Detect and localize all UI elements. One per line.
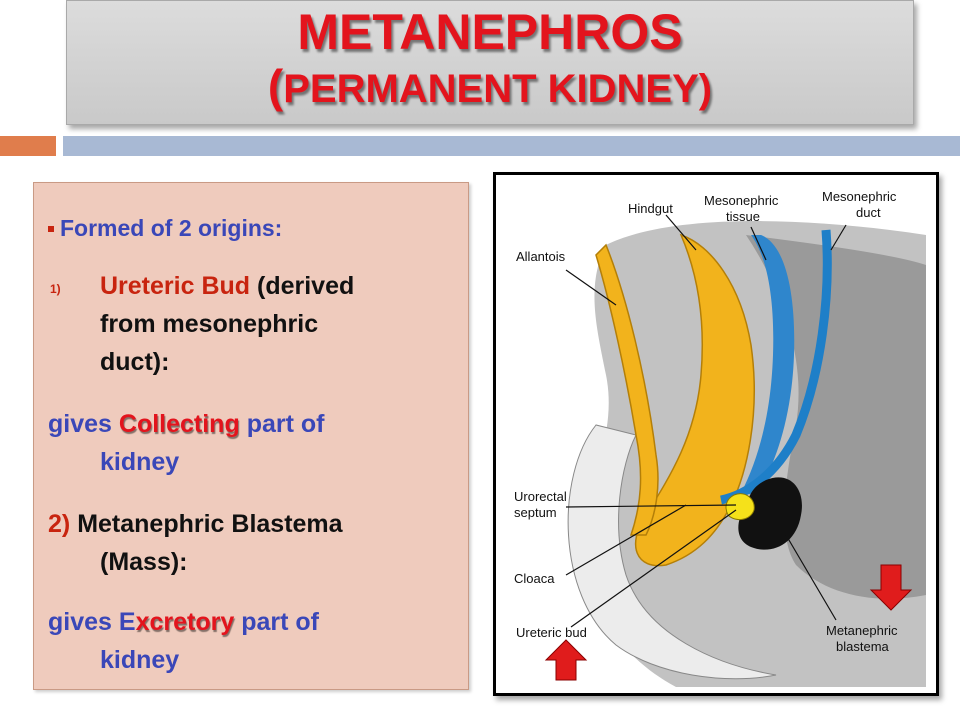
accent-bar-blue <box>63 136 960 156</box>
allantois-yellow <box>595 243 659 536</box>
gives1-suffix: part of <box>246 410 325 438</box>
gives2-prefix: gives <box>48 608 112 636</box>
item1-line2: from mesonephric <box>100 310 319 338</box>
item1-rest: (derived <box>257 272 355 300</box>
curve-white <box>567 424 777 680</box>
label-mesonephric-duct-2: duct <box>856 205 881 220</box>
hindgut-yellow <box>635 233 755 567</box>
mesonephric-tissue-blue <box>741 235 795 495</box>
subtitle-paren: ( <box>267 60 284 112</box>
label-cloaca: Cloaca <box>514 571 555 586</box>
label-mesonephric-duct-1: Mesonephric <box>822 189 897 204</box>
heading-origins: Formed of 2 origins: <box>60 215 283 241</box>
item1-line3: duct): <box>100 348 170 376</box>
label-mesonephric-tissue-2: tissue <box>726 209 760 224</box>
gives1-line2: kidney <box>100 448 180 476</box>
gives-excretory-line: gives Excretory part of <box>48 607 319 637</box>
slide-title: METANEPHROS <box>297 4 683 60</box>
arrow-down-icon <box>869 564 913 611</box>
label-allantois: Allantois <box>516 249 566 264</box>
label-metanephric-2: blastema <box>836 639 890 654</box>
ureteric-bud-yellow <box>725 493 755 521</box>
gives2-emph-first: E <box>118 608 136 636</box>
gives1-emph: Collecting <box>118 410 240 438</box>
label-mesonephric-tissue-1: Mesonephric <box>704 193 779 208</box>
label-metanephric-1: Metanephric <box>826 623 898 638</box>
title-box: METANEPHROS (PERMANENT KIDNEY) <box>66 0 914 125</box>
item1-line1: Ureteric Bud (derived <box>100 271 354 301</box>
gives2-line2: kidney <box>100 646 180 674</box>
item2-line2: (Mass): <box>100 548 188 576</box>
item1-name: Ureteric Bud <box>100 272 251 300</box>
metanephric-blastema <box>738 477 802 550</box>
item2-line1: 2) Metanephric Blastema <box>48 509 343 539</box>
diagram-frame: Hindgut Mesonephric tissue Mesonephric d… <box>493 172 939 696</box>
slide-subtitle: (PERMANENT KIDNEY) <box>67 61 913 114</box>
gives1-prefix: gives <box>48 410 112 438</box>
gives-collecting-line: gives Collecting part of <box>48 409 324 439</box>
label-urorectal-2: septum <box>514 505 557 520</box>
label-urorectal-1: Urorectal <box>514 489 567 504</box>
accent-bar-orange <box>0 136 56 156</box>
label-hindgut: Hindgut <box>628 201 673 216</box>
gives2-suffix: part of <box>241 608 319 636</box>
gives2-emph: xcretory <box>135 608 235 636</box>
subtitle-text: PERMANENT KIDNEY) <box>283 67 713 111</box>
item2-number: 2) <box>48 510 71 538</box>
label-ureteric-bud: Ureteric bud <box>516 625 587 640</box>
text-panel: Formed of 2 origins: 1) Ureteric Bud (de… <box>33 182 469 690</box>
embryo-diagram: Hindgut Mesonephric tissue Mesonephric d… <box>496 175 930 687</box>
arrow-up-icon <box>544 639 588 681</box>
mesonephric-duct-blue <box>719 229 832 505</box>
bullet-square-icon <box>48 226 54 232</box>
item2-text: Metanephric Blastema <box>77 510 343 538</box>
item1-number: 1) <box>50 282 61 296</box>
